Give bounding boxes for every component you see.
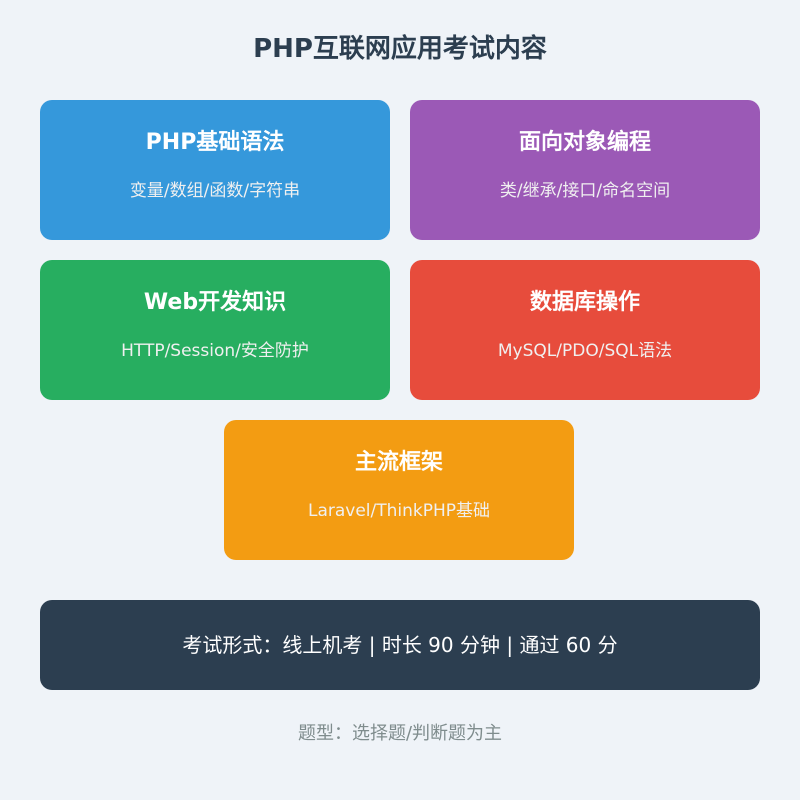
card-title: Web开发知识: [143, 290, 287, 315]
card-subtitle: 类/继承/接口/命名空间: [499, 181, 671, 201]
card-subtitle: MySQL/PDO/SQL语法: [497, 341, 673, 361]
card-frameworks: 主流框架 Laravel/ThinkPHP基础: [224, 420, 574, 560]
card-title: 面向对象编程: [518, 130, 651, 155]
card-database: 数据库操作 MySQL/PDO/SQL语法: [410, 260, 760, 400]
card-subtitle: Laravel/ThinkPHP基础: [307, 501, 491, 521]
card-web-dev: Web开发知识 HTTP/Session/安全防护: [40, 260, 390, 400]
card-subtitle: HTTP/Session/安全防护: [121, 341, 309, 361]
card-oop: 面向对象编程 类/继承/接口/命名空间: [410, 100, 760, 240]
card-php-basics: PHP基础语法 变量/数组/函数/字符串: [40, 100, 390, 240]
exam-format-banner: 考试形式：线上机考 | 时长 90 分钟 | 通过 60 分: [40, 600, 760, 690]
card-title: 数据库操作: [529, 290, 640, 315]
card-title: PHP基础语法: [145, 130, 285, 155]
question-type-note: 题型：选择题/判断题为主: [297, 723, 503, 744]
page-title: PHP互联网应用考试内容: [253, 34, 547, 64]
card-subtitle: 变量/数组/函数/字符串: [129, 181, 301, 201]
card-title: 主流框架: [354, 450, 443, 475]
